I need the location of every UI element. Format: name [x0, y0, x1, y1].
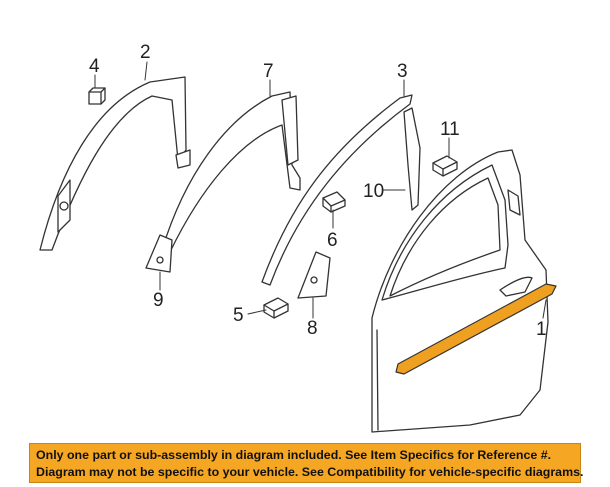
- parts-diagram: 1 2 3 4 5 6 7 8 9 10 11: [39, 42, 557, 433]
- leader-lines: [94, 61, 547, 319]
- part-8-triangle: [297, 251, 331, 299]
- callout-5: 5: [233, 305, 244, 326]
- callout-6: 6: [327, 230, 338, 251]
- callout-2: 2: [140, 42, 151, 63]
- part-1-moulding-highlighted: [395, 283, 557, 375]
- callout-9: 9: [153, 290, 164, 311]
- part-5-clip: [263, 297, 289, 319]
- callout-1: 1: [536, 319, 547, 340]
- callout-10: 10: [363, 181, 384, 202]
- callout-11: 11: [440, 119, 460, 140]
- part-6-clip: [322, 191, 346, 213]
- part-10-applique: [403, 107, 421, 211]
- part-11-clip: [432, 155, 458, 177]
- callout-3: 3: [397, 61, 408, 82]
- disclaimer-banner: Only one part or sub-assembly in diagram…: [29, 443, 584, 483]
- callout-labels: 1 2 3 4 5 6 7 8 9 10 11: [89, 42, 547, 340]
- part-9-triangle: [145, 234, 173, 273]
- part-4-clip: [88, 87, 106, 105]
- disclaimer-line-2: Diagram may not be specific to your vehi…: [36, 465, 584, 479]
- callout-4: 4: [89, 56, 100, 77]
- part-2-pillar: [39, 76, 191, 251]
- front-door: [371, 149, 549, 433]
- disclaimer-line-1: Only one part or sub-assembly in diagram…: [36, 448, 552, 462]
- part-3-moulding: [261, 94, 413, 286]
- part-7-moulding: [161, 91, 301, 253]
- callout-7: 7: [263, 61, 274, 82]
- callout-8: 8: [307, 318, 318, 339]
